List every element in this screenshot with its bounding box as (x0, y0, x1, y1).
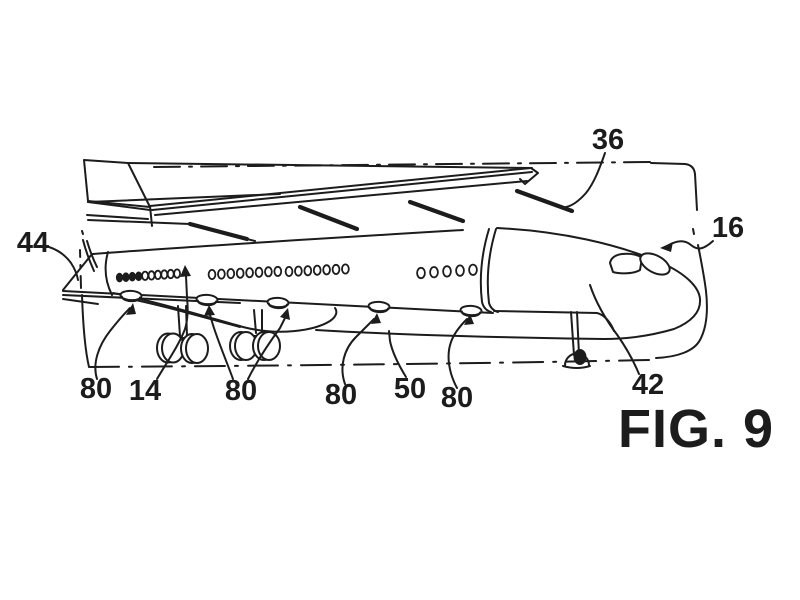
arrowhead-16 (660, 242, 673, 252)
ref-80-fwd-label: 80 (441, 382, 473, 414)
leader-42 (589, 284, 640, 375)
fitting (367, 300, 391, 314)
figure-caption: FIG. 9 (618, 399, 774, 459)
ref-16-label: 16 (712, 212, 744, 244)
fitting (266, 296, 290, 310)
wing-panel-36 (83, 159, 575, 242)
tail-cone (62, 253, 93, 291)
leader-44 (48, 246, 79, 281)
leader-80-tail (94, 307, 131, 380)
reference-numerals: 44 36 16 42 80 14 80 80 50 80 (17, 124, 744, 414)
wing-strut (514, 188, 575, 214)
nose-section-joint (479, 228, 492, 313)
arrowhead-80-tail (126, 303, 136, 315)
cockpit-window-right (639, 252, 671, 276)
ref-50-label: 50 (394, 373, 426, 405)
leader-80-mid (341, 318, 375, 385)
leader-80-fwd (447, 318, 468, 389)
phantom-border (79, 161, 708, 368)
arrowheads (126, 242, 673, 325)
leader-36 (565, 152, 606, 208)
leader-80-maingear-a (209, 314, 234, 380)
fitting (459, 304, 483, 318)
leader-50 (388, 330, 407, 378)
nose-contour (496, 227, 702, 340)
attachment-fittings (119, 289, 483, 318)
ref-80-maingear-label: 80 (225, 375, 257, 407)
fitting (119, 289, 143, 303)
ref-80-mid-label: 80 (325, 379, 357, 411)
arrowhead-80-mid (371, 313, 381, 324)
fuselage-top (92, 229, 464, 255)
leader-14 (156, 297, 189, 380)
ref-44-label: 44 (17, 227, 49, 259)
wing-strut (407, 199, 466, 224)
nose-landing-gear (562, 311, 591, 369)
arrowhead-14 (180, 265, 191, 277)
ref-36-label: 36 (592, 124, 624, 156)
arrowhead-80-maingear-b (280, 308, 290, 320)
ref-80-tail-label: 80 (80, 373, 112, 405)
cockpit-window-left (609, 252, 643, 275)
passenger-windows (115, 263, 478, 283)
arrowhead-80-maingear-a (204, 305, 215, 316)
cockpit-windows (609, 252, 671, 276)
tail-fin (86, 240, 98, 268)
nose-section-joint (486, 228, 499, 313)
wing-strut (297, 204, 360, 232)
section-joint-band (104, 251, 113, 296)
leader-lines (48, 152, 714, 389)
fuselage (62, 227, 702, 340)
ref-42-label: 42 (632, 369, 664, 401)
lower-fuselage-line (315, 329, 605, 340)
leader-16 (668, 240, 714, 250)
arrowhead-80-fwd (464, 314, 474, 325)
ref-14-label: 14 (129, 375, 161, 407)
fitting (195, 293, 219, 307)
tail-fin (82, 239, 95, 272)
leader-80-maingear-b (247, 317, 286, 380)
belly-fairing (112, 292, 338, 333)
wing-strut (187, 221, 250, 242)
